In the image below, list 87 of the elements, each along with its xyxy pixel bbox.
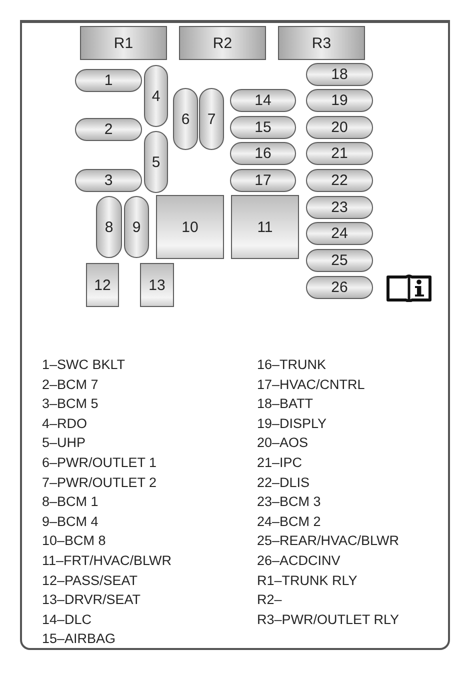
fuse-number: 18: [331, 67, 348, 82]
fuse: [231, 195, 299, 259]
fuse: [230, 89, 296, 112]
fuse-assignment-text: 6–PWR/OUTLET 1: [42, 454, 157, 472]
fuse: [306, 116, 373, 139]
fuse-assignment-text: 20–AOS: [257, 434, 308, 452]
fuse-number: 7: [207, 112, 216, 126]
fuse-assignment-text: 3–BCM 5: [42, 395, 98, 414]
fuse-number: 8: [104, 220, 114, 234]
fuse: [86, 263, 119, 307]
fuse: [230, 142, 296, 165]
relay-label: R2: [212, 36, 232, 50]
fuse-assignment-text: 1–SWC BKLT: [42, 356, 126, 374]
fuse-assignment-text: 8–BCM 1: [42, 493, 98, 512]
fuse: [306, 89, 373, 112]
fuse-number: 17: [254, 173, 272, 188]
fuse: [140, 263, 174, 307]
fuse-assignment-text: R3–PWR/OUTLET RLY: [257, 610, 400, 629]
fuse-assignment-text: 10–BCM 8: [42, 532, 106, 550]
fuse-number: 6: [181, 112, 190, 126]
fuse-assignment-text: 25–REAR/HVAC/BLWR: [257, 532, 400, 550]
fuse: [75, 69, 142, 92]
fuse: [96, 196, 122, 258]
fuse-number: 20: [331, 120, 348, 135]
relay: [179, 26, 266, 60]
fuse-assignment-text: 9–BCM 4: [42, 512, 98, 531]
fuse-assignment-text: 2–BCM 7: [42, 376, 98, 394]
fuse: [306, 142, 373, 165]
fuse-assignment-text: R2–: [257, 591, 282, 610]
fuse-number: 22: [331, 173, 348, 188]
relay: [80, 26, 167, 60]
relay-label: R1: [114, 36, 134, 50]
fuse-number: 19: [331, 93, 348, 108]
fuse-assignment-text: 24–BCM 2: [257, 512, 321, 531]
fuse-number: 26: [331, 280, 348, 295]
fuse: [306, 276, 373, 299]
fuse: [306, 249, 373, 272]
fuse: [306, 196, 373, 219]
fuse: [306, 222, 373, 245]
fuse: [230, 169, 296, 192]
fuse-number: 4: [152, 88, 160, 104]
fuse-assignment-text: 23–BCM 3: [257, 493, 321, 512]
fuse-number: 11: [257, 220, 273, 234]
fuse-number: 10: [182, 220, 198, 234]
fuse-number: 3: [104, 173, 113, 188]
fuse-assignment-text: R1–TRUNK RLY: [257, 572, 358, 590]
fuse-assignment-text: 16–TRUNK: [257, 356, 326, 374]
fuse-number: 14: [254, 93, 272, 108]
fuse: [144, 131, 168, 193]
fuse-assignment-text: 26–ACDCINV: [257, 552, 340, 570]
fuse-assignment-text: 11–FRT/HVAC/BLWR: [42, 552, 172, 570]
fuse-number: 9: [132, 220, 141, 234]
fuse-assignment-text: 18–BATT: [257, 395, 314, 414]
fuse-number: 13: [148, 278, 166, 292]
fuse: [144, 65, 168, 127]
fuse-assignment-text: 15–AIRBAG: [42, 630, 116, 648]
fuse-assignment-text: 5–UHP: [42, 434, 86, 452]
fuse-assignment-text: 13–DRVR/SEAT: [42, 591, 141, 610]
fuse-assignment-text: 21–IPC: [257, 454, 302, 472]
fuse-number: 12: [94, 278, 111, 292]
fuse-number: 23: [331, 200, 348, 215]
fuse-number: 21: [331, 146, 348, 161]
fuse-number: 1: [104, 73, 113, 88]
fuse-number: 5: [152, 154, 160, 170]
relay-label: R3: [312, 36, 332, 50]
fuse-number: 15: [254, 120, 272, 135]
fuse: [199, 88, 224, 150]
fuse-assignment-text: 22–DLIS: [257, 474, 310, 492]
relay: [278, 26, 365, 60]
fuse-assignment-text: 14–DLC: [42, 610, 92, 629]
fuse-number: 25: [331, 253, 348, 268]
fuse-number: 24: [331, 226, 348, 241]
fuse-number: 16: [254, 146, 272, 161]
fuse: [306, 63, 373, 86]
fuse: [230, 116, 296, 139]
fuse: [124, 196, 149, 258]
fuse-assignment-text: 4–RDO: [42, 414, 88, 433]
fuse: [75, 169, 142, 192]
fuse: [156, 195, 224, 259]
fuse-number: 2: [104, 122, 113, 137]
fuse-assignment-text: 19–DISPLY: [257, 414, 327, 433]
fuse-assignment-text: 7–PWR/OUTLET 2: [42, 474, 157, 492]
fuse: [306, 169, 373, 192]
fuse: [75, 118, 142, 141]
fuse: [173, 88, 198, 150]
fuse-assignment-text: 17–HVAC/CNTRL: [257, 376, 365, 394]
fuse-assignment-text: 12–PASS/SEAT: [42, 572, 138, 590]
